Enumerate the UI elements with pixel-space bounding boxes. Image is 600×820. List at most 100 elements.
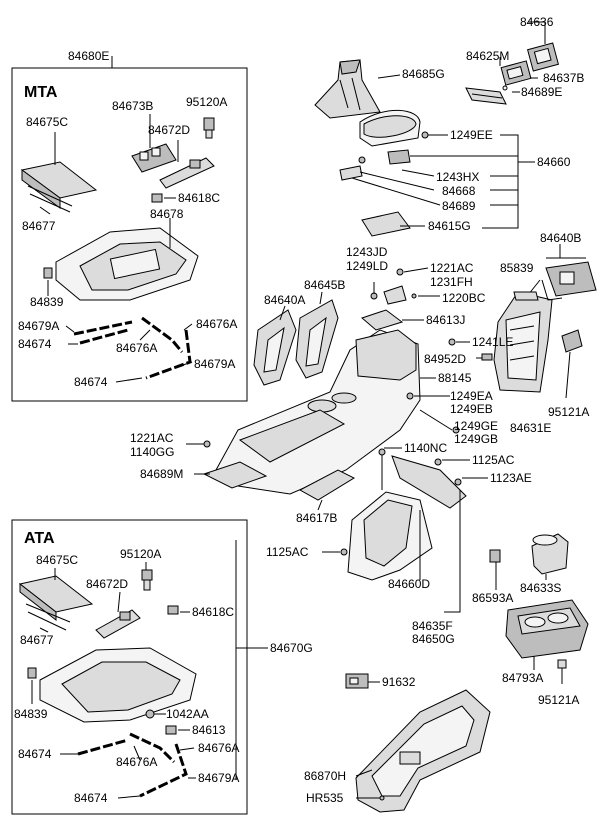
label-84660: 84660 — [537, 155, 571, 169]
label-84676A-mta-2: 84676A — [196, 317, 237, 331]
part-91632-shape — [345, 673, 369, 689]
label-84650G: 84650G — [412, 632, 455, 646]
ata-group-title: ATA — [24, 530, 55, 547]
label-84633S: 84633S — [520, 581, 561, 595]
label-85839: 85839 — [500, 261, 534, 275]
part-84660D-shape — [347, 491, 433, 581]
part-84952D-shape — [481, 353, 493, 361]
part-84640B-shape — [541, 261, 597, 301]
mta-84839-shape — [43, 267, 53, 279]
part-84689M-shape — [202, 461, 268, 489]
label-84674-mta-1: 84674 — [18, 337, 52, 351]
label-95121A-b: 95121A — [538, 693, 579, 707]
part-86870H-shape — [355, 689, 491, 813]
label-84676A-mta-1: 84676A — [116, 341, 157, 355]
part-84636-shape — [526, 42, 560, 72]
label-84613J: 84613J — [426, 313, 465, 327]
part-84689E-shape — [502, 85, 508, 91]
label-1249LD: 1249LD — [346, 259, 388, 273]
label-1243HX: 1243HX — [436, 170, 479, 184]
label-95121A-a: 95121A — [548, 405, 589, 419]
label-84625M: 84625M — [466, 49, 509, 63]
label-1221AC-b: 1221AC — [130, 431, 174, 445]
label-84660D: 84660D — [388, 577, 430, 591]
label-1249EA: 1249EA — [450, 389, 493, 403]
mta-95120A-shape — [203, 117, 215, 139]
label-84640A: 84640A — [264, 293, 305, 307]
label-84679A-mta-1: 84679A — [18, 319, 59, 333]
label-84679A-ata: 84679A — [198, 771, 239, 785]
mta-84673B-shape — [131, 143, 177, 173]
mta-84672D-shape — [159, 157, 215, 189]
label-84677-mta: 84677 — [22, 219, 56, 233]
label-84678: 84678 — [150, 207, 184, 221]
part-84625M-shape — [465, 87, 507, 105]
part-85839-shape — [513, 291, 539, 301]
label-84680E: 84680E — [68, 49, 109, 63]
part-1125AC-a-bolt — [434, 458, 442, 466]
label-84617B: 84617B — [296, 511, 337, 525]
label-84670G: 84670G — [270, 641, 313, 655]
part-1241LE-screw — [448, 338, 456, 346]
label-1241LE: 1241LE — [472, 335, 513, 349]
part-84617B-shape — [298, 469, 356, 501]
mta-group-title: MTA — [24, 84, 58, 101]
label-84672D-ata: 84672D — [86, 577, 128, 591]
label-95120A-ata: 95120A — [120, 547, 161, 561]
part-84640A-shape — [253, 309, 297, 386]
label-1140GG: 1140GG — [130, 445, 174, 459]
label-84689: 84689 — [442, 199, 476, 213]
label-84618C-ata: 84618C — [192, 605, 234, 619]
label-84675C-mta: 84675C — [26, 115, 68, 129]
label-1231FH: 1231FH — [430, 275, 473, 289]
label-84839-ata: 84839 — [14, 707, 48, 721]
label-88145: 88145 — [438, 371, 472, 385]
part-1140NC-bolt — [378, 448, 386, 456]
label-84668: 84668 — [442, 184, 476, 198]
part-1125AC-b-bolt — [340, 548, 348, 556]
part-84615G-shape — [361, 211, 411, 237]
label-84689E: 84689E — [521, 85, 562, 99]
label-84689M: 84689M — [140, 467, 183, 481]
label-91632: 91632 — [382, 675, 416, 689]
label-1220BC: 1220BC — [442, 291, 486, 305]
label-84676A-ata-1: 84676A — [116, 755, 157, 769]
label-1249GB: 1249GB — [454, 432, 498, 446]
label-1042AA: 1042AA — [166, 707, 209, 721]
label-84679A-mta-2: 84679A — [194, 357, 235, 371]
label-1221AC-a: 1221AC — [430, 261, 474, 275]
part-84633S-shape — [531, 533, 569, 575]
label-84613: 84613 — [192, 723, 226, 737]
label-84674-ata-2: 84674 — [74, 791, 108, 805]
ata-84675C-shape — [18, 575, 94, 631]
ata-1042AA-shape — [145, 709, 155, 719]
ata-group-box — [11, 519, 248, 815]
part-1221AC-bolt — [396, 268, 404, 276]
label-84618C-mta: 84618C — [178, 191, 220, 205]
label-1125AC-b: 1125AC — [266, 545, 309, 559]
label-1123AE: 1123AE — [490, 471, 532, 485]
label-84675C-ata: 84675C — [36, 553, 78, 567]
part-84685G-shape — [314, 59, 381, 119]
label-84677-ata: 84677 — [20, 633, 54, 647]
label-84673B: 84673B — [112, 99, 153, 113]
label-84631E: 84631E — [510, 421, 551, 435]
label-1243JD: 1243JD — [346, 245, 388, 259]
part-1220BC-shape — [383, 285, 417, 305]
part-84793A-shape — [505, 599, 589, 659]
label-84615G: 84615G — [428, 219, 471, 233]
label-84676A-ata-2: 84676A — [198, 741, 239, 755]
label-86870H: 86870H — [304, 769, 346, 783]
label-84645B: 84645B — [304, 278, 345, 292]
part-88145-console-shape — [215, 329, 421, 495]
label-86593A: 86593A — [472, 591, 513, 605]
mta-gasket-strips — [73, 316, 192, 380]
label-1249EE: 1249EE — [450, 128, 493, 142]
part-84631E-shape — [493, 291, 553, 393]
part-84668-shape — [339, 156, 366, 181]
label-1249GE: 1249GE — [454, 419, 498, 433]
part-bracket-top-shape — [391, 455, 467, 509]
part-1123AE-bolt — [454, 478, 462, 486]
label-1249EB: 1249EB — [450, 402, 493, 416]
